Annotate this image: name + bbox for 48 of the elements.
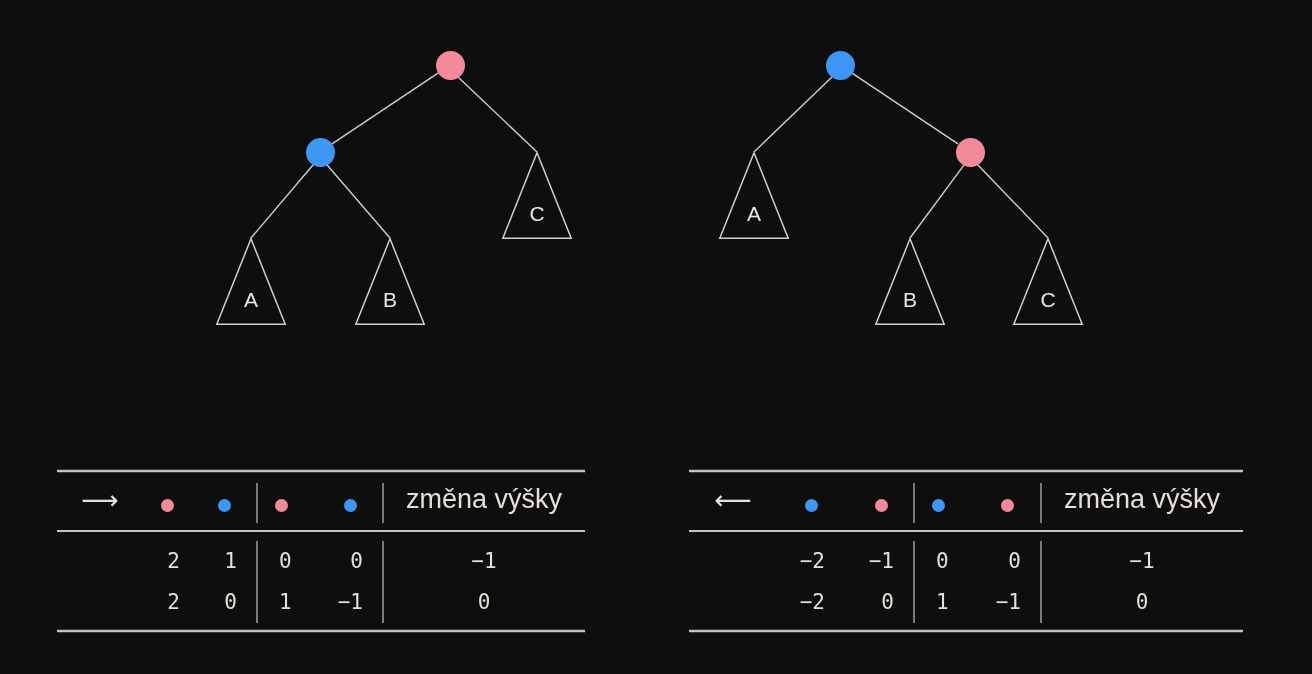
subtree-label: C <box>1040 288 1056 310</box>
subtree-triangle <box>1013 238 1083 325</box>
table-value: 0 <box>279 550 292 572</box>
subtree-triangle <box>216 238 286 325</box>
subtree-label: B <box>383 288 397 310</box>
table-value: 0 <box>881 591 894 613</box>
tree-node <box>825 50 855 80</box>
table-value: 0 <box>1008 550 1021 572</box>
tree-edge <box>753 76 833 153</box>
tree-edge <box>331 72 439 145</box>
table-value: 0 <box>1135 591 1149 613</box>
table-value: 0 <box>224 591 237 613</box>
tree-edge <box>851 72 959 145</box>
tree-edge <box>457 76 538 153</box>
subtree-triangle <box>355 238 425 325</box>
tree-edge <box>909 164 965 239</box>
tree-node <box>435 50 465 80</box>
column-header: změna výšky <box>1064 485 1220 513</box>
subtree-label: B <box>903 288 917 310</box>
tree-edge <box>976 163 1049 239</box>
subtree-label: C <box>529 202 545 224</box>
tree-node <box>955 137 985 167</box>
table-value: 2 <box>167 550 180 572</box>
direction-arrow: ⟵ <box>714 487 752 513</box>
tree-edge <box>250 164 314 239</box>
table-value: 2 <box>167 591 180 613</box>
table-value: 0 <box>936 550 949 572</box>
table-value: 1 <box>224 550 237 572</box>
tree-node <box>305 137 335 167</box>
table-value: −1 <box>1129 550 1155 572</box>
table-value: −1 <box>995 591 1021 613</box>
table-value: −1 <box>471 550 497 572</box>
subtree-triangle <box>875 238 945 325</box>
tree-edge <box>326 164 391 239</box>
table-value: 0 <box>350 550 363 572</box>
table-value: −2 <box>799 550 825 572</box>
subtree-triangle <box>719 152 789 239</box>
subtree-label: A <box>747 202 761 224</box>
direction-arrow: ⟶ <box>81 487 119 513</box>
column-header: změna výšky <box>406 485 562 513</box>
table-value: 1 <box>279 591 292 613</box>
table-value: 1 <box>936 591 949 613</box>
subtree-triangle <box>502 152 572 239</box>
table-value: −1 <box>868 550 894 572</box>
table-value: −2 <box>799 591 825 613</box>
subtree-label: A <box>244 288 258 310</box>
table-value: −1 <box>337 591 363 613</box>
table-value: 0 <box>477 591 491 613</box>
